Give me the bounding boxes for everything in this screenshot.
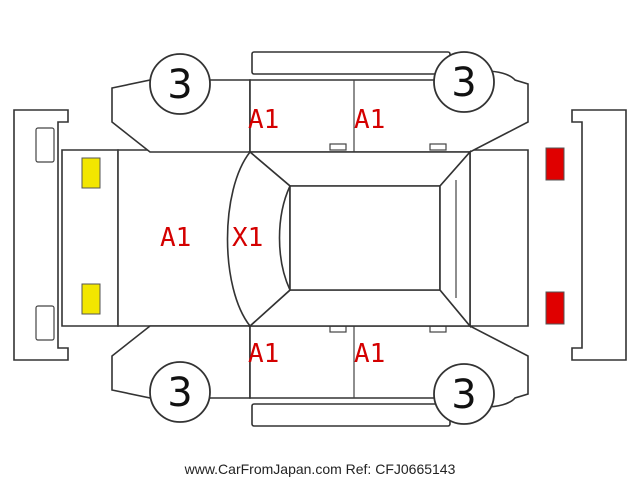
front-lamp-top bbox=[81, 157, 101, 189]
label-hood: A1 bbox=[160, 223, 191, 253]
rear-lamps bbox=[545, 147, 565, 325]
wheel-front-left-value: 3 bbox=[167, 62, 192, 108]
wheel-rear-right-value: 3 bbox=[451, 372, 476, 418]
footer-reference: www.CarFromJapan.com Ref: CFJ0665143 bbox=[184, 461, 456, 477]
rear-bumper bbox=[571, 109, 627, 361]
label-upper-rear-door: A1 bbox=[354, 105, 385, 135]
label-windshield: X1 bbox=[232, 223, 263, 253]
label-lower-rear-door: A1 bbox=[354, 339, 385, 369]
wheel-front-right-value: 3 bbox=[167, 370, 192, 416]
front-lamps bbox=[81, 157, 101, 315]
cabin bbox=[226, 149, 472, 329]
front-bumper bbox=[13, 109, 69, 361]
wheel-rear-left-value: 3 bbox=[451, 60, 476, 106]
front-lamp-bottom bbox=[81, 283, 101, 315]
wheel-front-left: 3 bbox=[149, 53, 211, 115]
lower-side-panel bbox=[111, 290, 529, 427]
label-lower-front-door: A1 bbox=[248, 339, 279, 369]
wheel-rear-right: 3 bbox=[433, 363, 495, 425]
wheel-front-right: 3 bbox=[149, 361, 211, 423]
wheel-rear-left: 3 bbox=[433, 51, 495, 113]
label-upper-front-door: A1 bbox=[248, 105, 279, 135]
rear-lamp-top bbox=[545, 147, 565, 181]
rear-lamp-bottom bbox=[545, 291, 565, 325]
